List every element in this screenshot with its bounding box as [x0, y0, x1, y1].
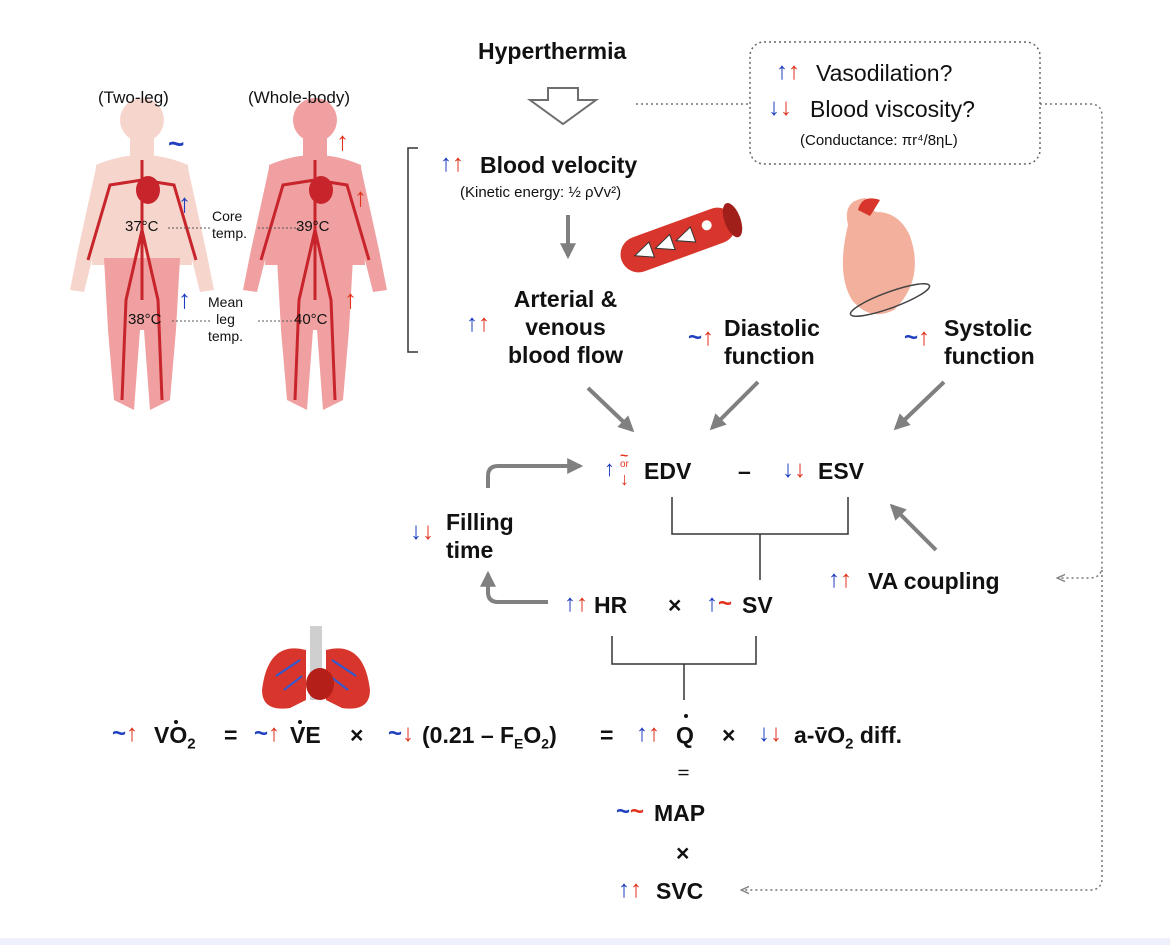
- hr-arrows: ↑↑: [564, 590, 588, 617]
- va-arrows: ↑↑: [828, 566, 852, 593]
- whole-body-up-3: ↑: [344, 284, 357, 314]
- svc-arrows: ↑↑: [618, 876, 642, 903]
- q-arrows: ↑↑: [636, 720, 660, 747]
- blood-flow-label: Arterial & venous blood flow: [508, 286, 623, 368]
- map-arrows: ~~: [616, 798, 645, 825]
- whole-body-leg-temp: 40°C: [294, 311, 328, 328]
- whole-body-up-1: ↑: [336, 126, 349, 156]
- ve-label: VE: [290, 722, 321, 748]
- sv-label: SV: [742, 592, 773, 618]
- lungs-heart-illustration: [262, 626, 370, 709]
- diastolic-label: Diastolic function: [724, 315, 820, 369]
- hr-sv-bracket: [611, 636, 757, 700]
- vasodilation-arrows: ↑↑: [776, 58, 800, 85]
- equals-1: =: [224, 722, 238, 748]
- avo2-label: a-v̄O2 diff.: [794, 722, 903, 753]
- dot-q: [684, 714, 688, 718]
- two-leg-core-up: ↑: [178, 188, 191, 218]
- core-temp-label: Core temp.: [212, 208, 248, 241]
- blood-velocity-label: Blood velocity: [480, 152, 638, 178]
- leg-temp-label: Mean leg temp.: [208, 294, 244, 344]
- arrow-hr-to-filling: [480, 570, 548, 604]
- map-label: MAP: [654, 800, 706, 826]
- times-1: ×: [350, 722, 364, 748]
- arrow-filling-to-edv: [486, 458, 584, 488]
- vo2-label: VO2: [154, 722, 196, 753]
- filling-arrows: ↓↓: [410, 518, 434, 545]
- whole-body-figure: [243, 98, 387, 410]
- fraction-label: (0.21 – FEO2): [422, 722, 557, 752]
- whole-body-label: (Whole-body): [248, 88, 351, 107]
- arrow-va-to-esv: [889, 503, 938, 552]
- vo2-arrows: ~↑: [112, 720, 139, 747]
- velocity-arrows: ↑↑: [440, 150, 464, 177]
- two-leg-tilde: ~: [168, 128, 185, 159]
- esv-arrows: ↓↓: [782, 456, 806, 483]
- ve-arrows: ~↑: [254, 720, 281, 747]
- whole-body-core-temp: 39°C: [296, 218, 330, 235]
- left-bracket: [407, 147, 418, 353]
- viscosity-arrows: ↓↓: [768, 94, 792, 121]
- hyperthermia-arrow: [526, 87, 600, 126]
- two-leg-leg-temp: 38°C: [128, 311, 162, 328]
- edv-down-arrow: ↓: [620, 469, 629, 489]
- kinetic-energy-label: (Kinetic energy: ½ ρVv²): [460, 184, 622, 201]
- edv-or: or: [620, 459, 629, 470]
- viscosity-label: Blood viscosity?: [810, 96, 975, 122]
- edv-esv-bracket: [671, 497, 849, 580]
- heart-illustration: [842, 198, 931, 317]
- filling-time-label: Filling time: [446, 509, 514, 563]
- svc-label: SVC: [656, 878, 704, 904]
- two-leg-core-temp: 37°C: [125, 218, 159, 235]
- edv-label: EDV: [644, 458, 692, 484]
- equals-2: =: [600, 722, 614, 748]
- hyperthermia-title: Hyperthermia: [478, 38, 627, 64]
- dot-vo2: [174, 720, 178, 724]
- arrow-flow-to-edv: [586, 386, 635, 433]
- esv-label: ESV: [818, 458, 865, 484]
- vasculature-box: [749, 41, 1041, 165]
- times-2: ×: [722, 722, 736, 748]
- dotted-to-va-coupling: [1040, 103, 1103, 578]
- fraction-arrows: ~↓: [388, 720, 415, 747]
- two-leg-label: (Two-leg): [98, 88, 169, 107]
- sv-arrows: ↑~: [706, 590, 733, 617]
- diastolic-arrows: ~↑: [688, 324, 715, 351]
- times-3: ×: [676, 840, 690, 866]
- bottom-bar: [0, 938, 1170, 945]
- hr-sv-times: ×: [668, 592, 682, 618]
- dot-ve: [298, 720, 302, 724]
- arrow-systolic-to-esv: [893, 380, 946, 431]
- arrow-diastolic-to-edv: [709, 380, 760, 431]
- minus-sign: –: [738, 458, 751, 484]
- systolic-label: Systolic function: [944, 315, 1035, 369]
- two-leg-leg-up: ↑: [178, 284, 191, 314]
- blood-vessel-illustration: [620, 203, 743, 273]
- conductance-label: (Conductance: πr⁴/8ηL): [800, 132, 958, 149]
- systolic-arrows: ~↑: [904, 324, 931, 351]
- whole-body-up-2: ↑: [354, 182, 367, 212]
- two-leg-body-figure: [70, 98, 214, 410]
- hr-label: HR: [594, 592, 628, 618]
- edv-tilde: ~: [620, 447, 629, 463]
- edv-up-arrow: ↑: [604, 456, 615, 481]
- va-coupling-label: VA coupling: [868, 568, 1000, 594]
- flow-arrows: ↑↑: [466, 310, 490, 337]
- q-label: Q: [676, 722, 694, 748]
- equality-sign: II: [674, 768, 692, 777]
- vasodilation-label: Vasodilation?: [816, 60, 953, 86]
- avo2-arrows: ↓↓: [758, 720, 782, 747]
